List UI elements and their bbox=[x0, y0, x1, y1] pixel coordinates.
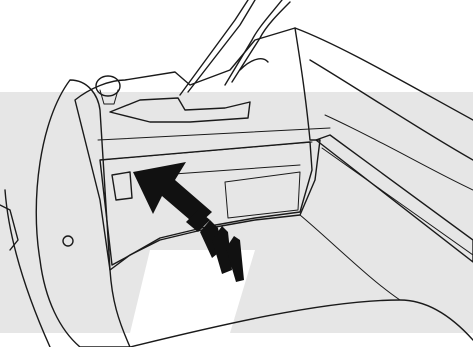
cable-left-2 bbox=[188, 0, 255, 92]
background-band-lower bbox=[0, 250, 150, 333]
cable-hook bbox=[240, 59, 268, 70]
cable-left bbox=[180, 0, 248, 95]
